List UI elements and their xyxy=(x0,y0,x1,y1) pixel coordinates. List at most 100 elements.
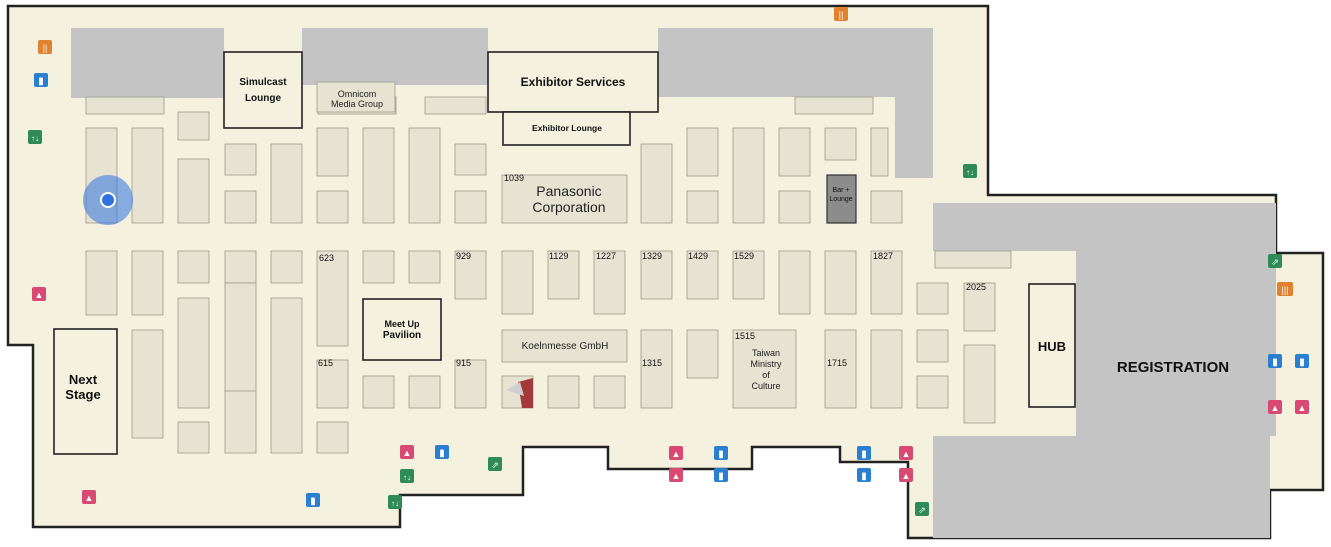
restroom-men-icon[interactable]: ▮ xyxy=(435,445,449,459)
booth[interactable] xyxy=(916,282,949,315)
booth[interactable] xyxy=(593,375,626,409)
booth[interactable] xyxy=(732,127,765,224)
booth[interactable] xyxy=(454,143,487,176)
booth[interactable] xyxy=(177,297,210,409)
booth[interactable] xyxy=(270,297,303,454)
restroom-women-icon[interactable]: ▲ xyxy=(82,490,96,504)
booth[interactable] xyxy=(501,250,534,315)
booth[interactable] xyxy=(593,250,626,315)
booth[interactable] xyxy=(316,127,349,177)
restroom-women-icon[interactable]: ▲ xyxy=(899,468,913,482)
booth[interactable] xyxy=(316,81,396,113)
booth[interactable] xyxy=(316,359,349,409)
booth[interactable] xyxy=(408,127,441,224)
booth[interactable] xyxy=(316,421,349,454)
booth[interactable] xyxy=(362,127,395,224)
booth[interactable] xyxy=(794,96,874,115)
exit-icon[interactable]: ⇗ xyxy=(1268,254,1282,268)
booth[interactable] xyxy=(870,127,889,177)
exhibitor-lounge[interactable] xyxy=(502,111,631,146)
booth[interactable] xyxy=(934,250,1012,269)
booth[interactable] xyxy=(824,250,857,315)
stairs-icon[interactable]: ↑↓ xyxy=(400,469,414,483)
restroom-men-icon[interactable]: ▮ xyxy=(306,493,320,507)
booth[interactable] xyxy=(963,344,996,424)
booth[interactable] xyxy=(85,96,165,115)
booth[interactable] xyxy=(424,96,487,115)
bar-lounge[interactable] xyxy=(826,174,857,224)
booth[interactable] xyxy=(870,329,903,409)
restroom-women-icon[interactable]: ▲ xyxy=(899,446,913,460)
restroom-women-icon[interactable]: ▲ xyxy=(32,287,46,301)
booth[interactable] xyxy=(224,390,257,454)
booth[interactable] xyxy=(270,250,303,284)
booth[interactable] xyxy=(454,190,487,224)
booth[interactable] xyxy=(501,174,628,224)
booth[interactable] xyxy=(640,143,673,224)
food-icon[interactable]: ||| xyxy=(1277,282,1293,296)
restroom-women-icon[interactable]: ▲ xyxy=(1295,400,1309,414)
restroom-men-icon[interactable]: ▮ xyxy=(714,446,728,460)
booth[interactable] xyxy=(177,421,210,454)
restroom-men-icon[interactable]: ▮ xyxy=(34,73,48,87)
booth[interactable] xyxy=(362,375,395,409)
exit-icon[interactable]: ⇗ xyxy=(915,502,929,516)
booth[interactable] xyxy=(640,250,673,300)
booth[interactable] xyxy=(824,329,857,409)
food-icon[interactable]: || xyxy=(834,7,848,21)
booth[interactable] xyxy=(824,127,857,161)
booth[interactable] xyxy=(686,190,719,224)
restroom-men-icon[interactable]: ▮ xyxy=(857,468,871,482)
booth[interactable] xyxy=(177,250,210,284)
booth[interactable] xyxy=(732,250,765,300)
hub[interactable] xyxy=(1028,283,1076,408)
exit-icon[interactable]: ⇗ xyxy=(488,457,502,471)
restroom-men-icon[interactable]: ▮ xyxy=(1295,354,1309,368)
restroom-women-icon[interactable]: ▲ xyxy=(669,446,683,460)
booth[interactable] xyxy=(501,329,628,363)
booth[interactable] xyxy=(640,329,673,409)
restroom-men-icon[interactable]: ▮ xyxy=(857,446,871,460)
restroom-women-icon[interactable]: ▲ xyxy=(1268,400,1282,414)
booth[interactable] xyxy=(408,250,441,284)
booth[interactable] xyxy=(224,190,257,224)
booth[interactable] xyxy=(131,329,164,439)
next-stage[interactable] xyxy=(53,328,118,455)
booth[interactable] xyxy=(778,250,811,315)
booth[interactable] xyxy=(916,375,949,409)
simulcast-lounge[interactable] xyxy=(223,51,303,129)
booth[interactable] xyxy=(778,127,811,177)
booth[interactable] xyxy=(224,143,257,176)
booth[interactable] xyxy=(224,282,257,394)
booth[interactable] xyxy=(408,375,441,409)
restroom-men-icon[interactable]: ▮ xyxy=(1268,354,1282,368)
restroom-men-icon[interactable]: ▮ xyxy=(714,468,728,482)
meetup-pavilion[interactable] xyxy=(362,298,442,361)
booth[interactable] xyxy=(732,329,797,409)
restroom-women-icon[interactable]: ▲ xyxy=(669,468,683,482)
booth[interactable] xyxy=(686,329,719,379)
booth[interactable] xyxy=(316,190,349,224)
booth[interactable] xyxy=(963,282,996,332)
booth[interactable] xyxy=(686,127,719,177)
booth[interactable] xyxy=(870,190,903,224)
booth[interactable] xyxy=(547,250,580,300)
booth[interactable] xyxy=(131,127,164,224)
booth[interactable] xyxy=(131,250,164,316)
restroom-women-icon[interactable]: ▲ xyxy=(400,445,414,459)
booth[interactable] xyxy=(224,250,257,284)
current-location-icon[interactable] xyxy=(83,175,133,225)
stairs-icon[interactable]: ↑↓ xyxy=(963,164,977,178)
booth[interactable] xyxy=(177,111,210,141)
booth[interactable] xyxy=(454,359,487,409)
booth[interactable] xyxy=(177,158,210,224)
booth[interactable] xyxy=(85,250,118,316)
booth[interactable] xyxy=(316,250,349,347)
stairs-icon[interactable]: ↑↓ xyxy=(388,495,402,509)
booth[interactable] xyxy=(870,250,903,315)
booth[interactable] xyxy=(454,250,487,300)
booth[interactable] xyxy=(547,375,580,409)
food-icon[interactable]: || xyxy=(38,40,52,54)
stairs-icon[interactable]: ↑↓ xyxy=(28,130,42,144)
